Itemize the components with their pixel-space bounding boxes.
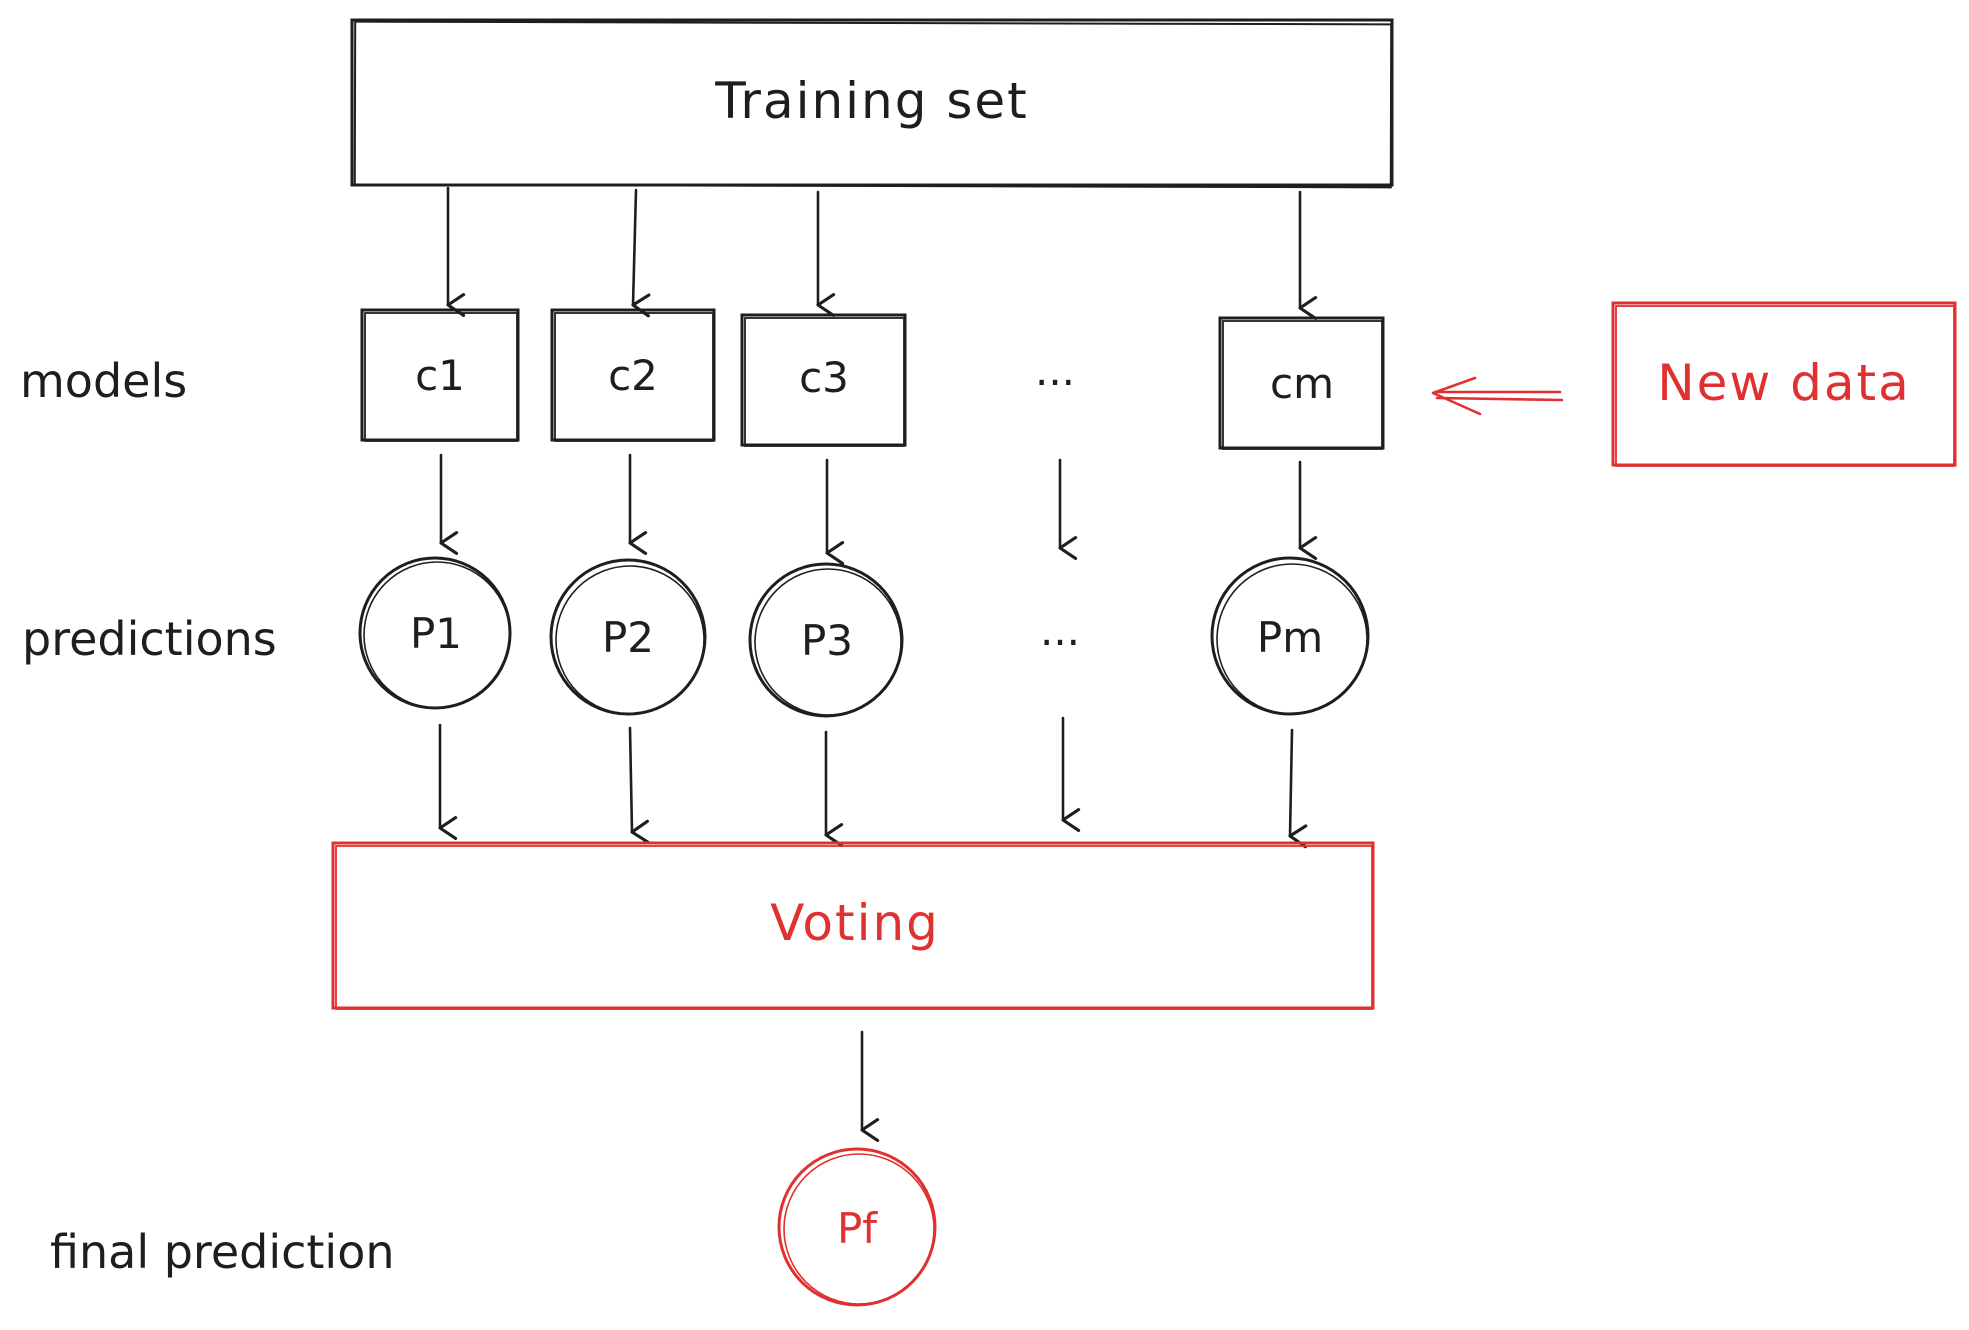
- prediction-circle-p3: P3: [748, 562, 904, 718]
- new-data-label: New data: [1657, 354, 1911, 412]
- model-ellipsis: ...: [1035, 346, 1075, 395]
- arrow-new-data-to-cm: [1431, 376, 1564, 416]
- prediction-ellipsis: ...: [1040, 606, 1080, 655]
- model-box-c2: c2: [550, 308, 716, 442]
- model-box-c1: c1: [360, 308, 520, 442]
- voting-box: Voting: [331, 841, 1375, 1010]
- prediction-label: Pm: [1257, 613, 1323, 662]
- training-set-box: Training set: [350, 18, 1394, 189]
- prediction-circle-pm: Pm: [1210, 556, 1370, 716]
- model-label: c3: [799, 353, 849, 402]
- training-set-label: Training set: [714, 72, 1029, 130]
- prediction-circle-p1: P1: [358, 556, 512, 710]
- voting-label: Voting: [770, 894, 940, 952]
- arrows-predictions-to-voting: [438, 716, 1308, 849]
- prediction-circle-p2: P2: [549, 558, 707, 716]
- arrows-models-to-predictions: [439, 453, 1318, 565]
- arrow-pm-to-voting: [1288, 728, 1308, 849]
- row-label-predictions: predictions: [22, 612, 277, 666]
- prediction-label: P3: [801, 616, 853, 665]
- new-data-box: New data: [1611, 301, 1957, 467]
- prediction-label: P2: [602, 613, 654, 662]
- arrow-p2-to-voting: [628, 726, 650, 844]
- model-box-c3: c3: [740, 313, 907, 447]
- model-label: c2: [608, 351, 658, 400]
- final-prediction-label: Pf: [837, 1204, 878, 1253]
- arrow-to-c2: [631, 188, 651, 318]
- row-label-final-prediction: final prediction: [50, 1225, 395, 1279]
- prediction-label: P1: [410, 609, 462, 658]
- final-prediction-circle: Pf: [777, 1147, 937, 1307]
- row-label-models: models: [20, 354, 187, 408]
- model-box-cm: cm: [1218, 316, 1385, 450]
- arrows-training-to-models: [446, 186, 1318, 320]
- model-label: cm: [1270, 359, 1334, 408]
- model-label: c1: [415, 351, 465, 400]
